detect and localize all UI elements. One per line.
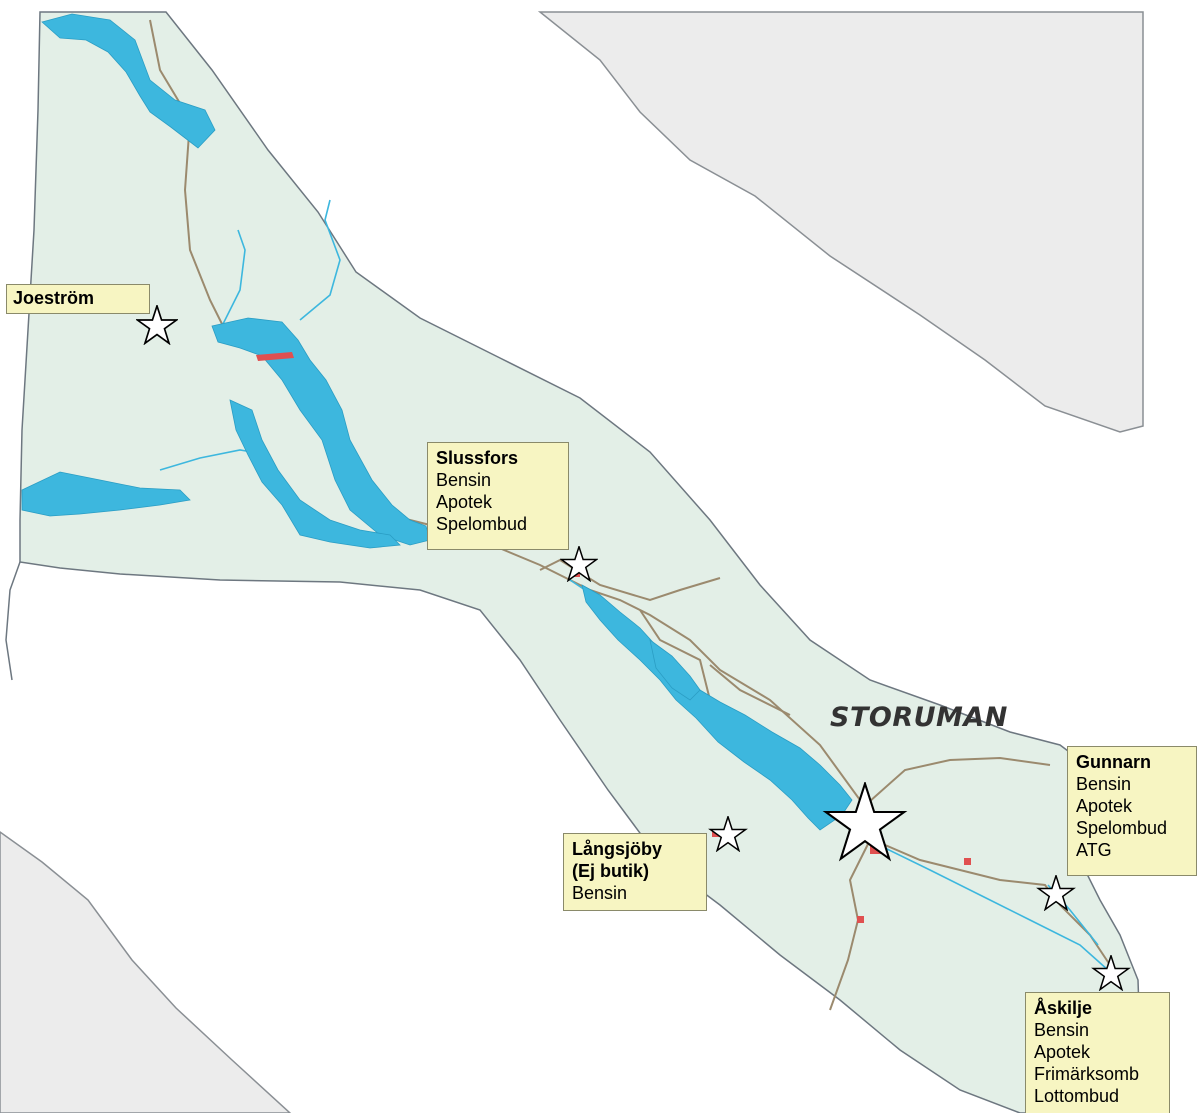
place-note: (Ej butik) <box>572 861 649 881</box>
place-name: Åskilje <box>1034 998 1093 1018</box>
star-icon[interactable] <box>1034 875 1078 911</box>
star-icon[interactable] <box>706 816 750 852</box>
service-item: Bensin <box>436 470 492 490</box>
neighbor-region-northeast <box>537 11 1144 433</box>
place-label-slussfors[interactable]: Slussfors Bensin Apotek Spelombud <box>427 442 569 550</box>
place-name: Slussfors <box>436 448 519 468</box>
service-item: Bensin <box>1076 774 1132 794</box>
place-label-askilje[interactable]: Åskilje Bensin Apotek Frimärksomb Lottom… <box>1025 992 1170 1113</box>
service-item: Bensin <box>572 883 628 903</box>
service-item: Bensin <box>1034 1020 1090 1040</box>
place-label-langsjoby[interactable]: Långsjöby (Ej butik) Bensin <box>563 833 707 911</box>
lakes <box>21 13 853 831</box>
service-item: Spelombud <box>436 514 528 534</box>
service-item: ATG <box>1076 840 1112 860</box>
service-item: Apotek <box>1076 796 1133 816</box>
place-label-gunnarn[interactable]: Gunnarn Bensin Apotek Spelombud ATG <box>1067 746 1197 876</box>
neighbor-region-southwest <box>0 831 292 1113</box>
star-icon[interactable] <box>560 546 598 582</box>
service-item: Frimärksomb <box>1034 1064 1140 1084</box>
star-icon[interactable] <box>136 305 178 345</box>
service-item: Apotek <box>1034 1042 1091 1062</box>
star-icon[interactable] <box>820 782 910 862</box>
service-item: Apotek <box>436 492 493 512</box>
service-item: Spelombud <box>1076 818 1168 838</box>
place-name: Gunnarn <box>1076 752 1151 772</box>
place-name: Långsjöby <box>572 839 663 859</box>
service-item: Lottombud <box>1034 1086 1120 1106</box>
place-label-joestrom[interactable]: Joeström <box>6 284 150 314</box>
border-line-west <box>5 561 21 681</box>
star-icon[interactable] <box>1089 955 1133 991</box>
region-name-label: STORUMAN <box>830 702 1008 733</box>
place-name: Joeström <box>13 288 95 308</box>
